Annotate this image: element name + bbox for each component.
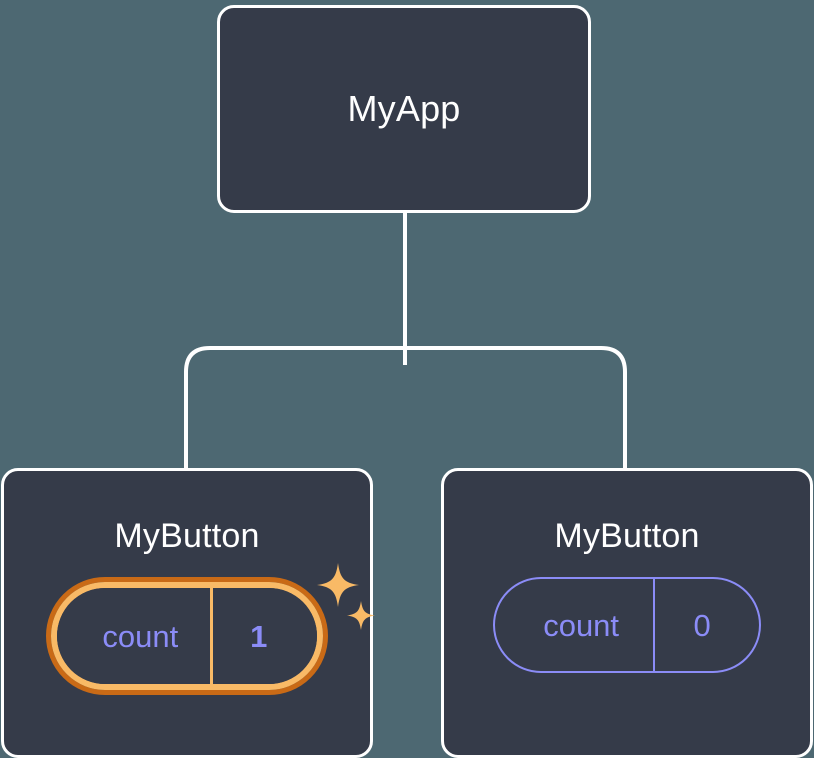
node-mybutton-right-label: MyButton <box>554 517 700 555</box>
state-pill-right-value: 0 <box>653 579 759 671</box>
state-pill-left[interactable]: count 1 <box>57 588 317 684</box>
state-pill-right-key: count <box>543 607 620 643</box>
state-pill-left-ring: count 1 <box>51 582 323 690</box>
node-myapp[interactable]: MyApp <box>217 5 591 213</box>
state-pill-left-glow: count 1 <box>46 577 328 695</box>
node-mybutton-left[interactable]: MyButton count 1 <box>1 468 375 758</box>
node-mybutton-right[interactable]: MyButton count 0 <box>441 468 813 758</box>
state-pill-left-value: 1 <box>209 588 317 684</box>
node-mybutton-left-label: MyButton <box>114 517 260 555</box>
state-pill-right-wrap: count 0 <box>493 577 761 673</box>
state-pill-left-key: count <box>102 618 179 654</box>
node-mybutton-left-content: MyButton count 1 <box>4 471 375 695</box>
state-pill-right[interactable]: count 0 <box>493 577 761 673</box>
state-pill-left-wrap: count 1 <box>46 563 375 695</box>
node-mybutton-right-content: MyButton count 0 <box>444 471 810 673</box>
diagram-canvas: MyApp MyButton count 1 <box>1 5 813 758</box>
node-myapp-label: MyApp <box>347 88 461 129</box>
